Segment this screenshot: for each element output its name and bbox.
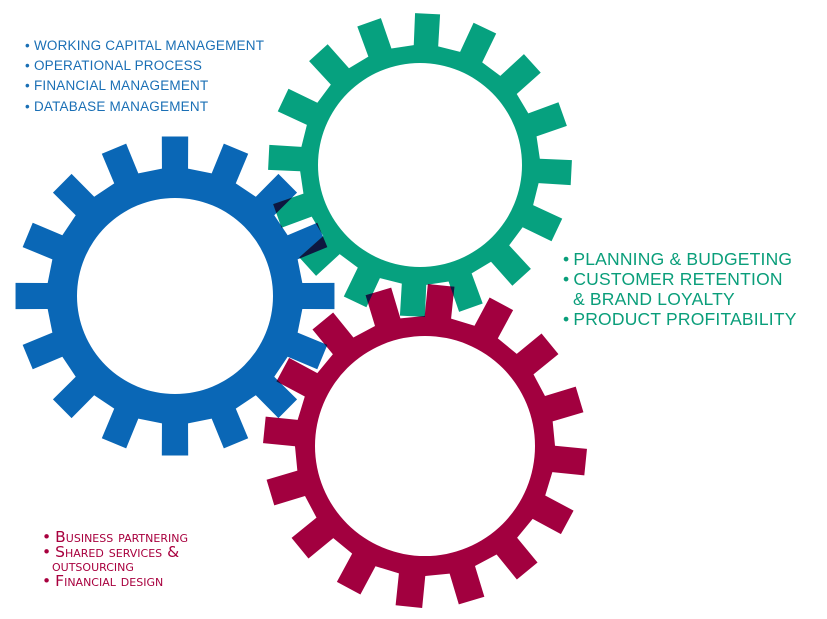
list-item: •Business partnering (42, 528, 188, 546)
list-item: •Financial design (42, 571, 164, 590)
list-item: •CUSTOMER RETENTION (563, 269, 783, 289)
green-gear-label-line: Business (348, 149, 409, 168)
blue-gear-label-line: Development (129, 309, 219, 328)
red-gear-label-line: Organisation (372, 453, 466, 472)
blue-bullet-list: •WORKING CAPITAL MANAGEMENT •OPERATIONAL… (25, 36, 264, 117)
list-item: •WORKING CAPITAL MANAGEMENT (25, 38, 265, 53)
list-item: •Shared services & (42, 542, 180, 561)
red-bullet-list: •Business partnering •Shared services & … (42, 528, 188, 590)
list-item: •PLANNING & BUDGETING (563, 249, 793, 269)
green-gear-label: Managing Business Performance (348, 133, 488, 184)
green-bullet-list: •PLANNING & BUDGETING •CUSTOMER RETENTIO… (563, 249, 797, 329)
blue-gear (15, 136, 335, 456)
blue-gear-label-line: and System (134, 292, 214, 311)
list-item: & BRAND LOYALTY (573, 289, 735, 309)
gear-overlap-blue-green (268, 13, 572, 317)
red-gear-label-line: Strategy and (372, 436, 466, 455)
list-item: •FINANCIAL MANAGEMENT (25, 78, 209, 94)
list-item: •DATABASE MANAGEMENT (25, 98, 209, 114)
gear-overlap-blue-red (263, 284, 587, 608)
list-item: •PRODUCT PROFITABILITY (563, 309, 797, 329)
red-gear-label: Strategy and Organisation (344, 437, 494, 471)
blue-gear-label-line: Process (145, 275, 203, 294)
green-gear-label-line: Performance (348, 166, 439, 185)
green-gear-label-line: Managing (348, 132, 416, 151)
list-item: outsourcing (52, 557, 134, 576)
list-item: •OPERATIONAL PROCESS (25, 58, 203, 74)
blue-gear-label: Process and System Development (99, 276, 249, 327)
